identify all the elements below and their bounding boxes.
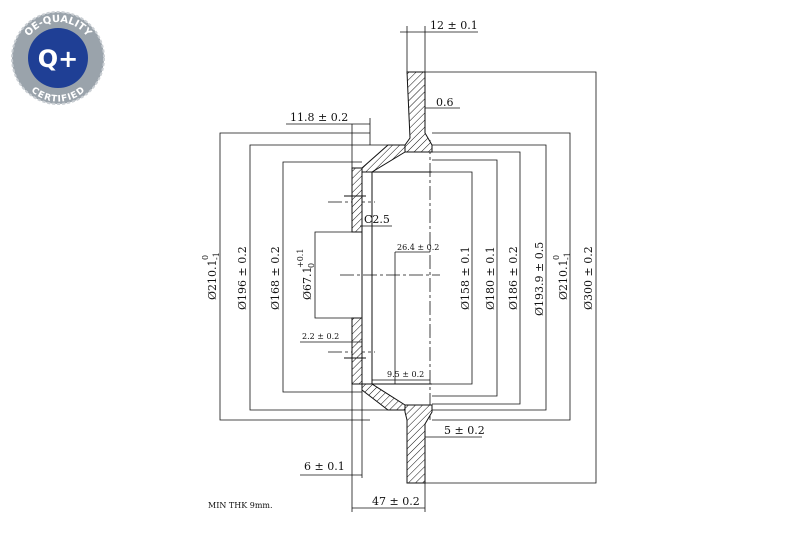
dim-d186: Ø186 ± 0.2 [507, 246, 520, 310]
hub-flange-upper [351, 167, 363, 233]
dim-d210-left: Ø210.1 0 -1 [201, 252, 221, 300]
friction-ring-lower [404, 404, 433, 484]
dim-d210-left-tol-up: 0 [201, 255, 210, 260]
dim-hub-depth: 9.5 ± 0.2 [387, 370, 424, 379]
dim-d300: Ø300 ± 0.2 [582, 246, 595, 310]
dim-groove-depth: 26.4 ± 0.2 [397, 243, 439, 252]
friction-ring-upper [404, 71, 433, 153]
dim-d193: Ø193.9 ± 0.5 [533, 242, 546, 316]
dim-d67-tol-low: 0 [307, 263, 316, 268]
dim-d210-right-tol-low: -1 [563, 252, 572, 260]
badge-inner-circle [28, 28, 88, 88]
hub-flange-lower [351, 317, 363, 385]
oe-quality-badge: OE-QUALITY CERTIFIED Q+ [11, 11, 105, 105]
disc-section [344, 71, 433, 484]
badge-center-text: Q+ [38, 45, 79, 73]
dim-d158: Ø158 ± 0.1 [459, 246, 472, 310]
dim-flange-thk: 2.2 ± 0.2 [302, 332, 339, 341]
dim-d210-right: Ø210.1 0 -1 [552, 252, 572, 300]
dim-chamfer: C2.5 [364, 213, 390, 226]
left-diameter-dims [219, 132, 405, 421]
dim-hat-offset: 11.8 ± 0.2 [290, 111, 348, 124]
dim-d67-value: Ø67.1 [301, 266, 314, 300]
dim-runout: 0.6 [436, 96, 454, 109]
hat-wall-lower [361, 383, 406, 411]
dim-d210-left-value: Ø210.1 [206, 259, 219, 300]
dim-d196: Ø196 ± 0.2 [236, 246, 249, 310]
dim-offset-6: 6 ± 0.1 [304, 460, 345, 473]
dim-thickness: 12 ± 0.1 [430, 19, 478, 32]
dim-d210-left-tol-low: -1 [212, 252, 221, 260]
dim-d210-right-tol-up: 0 [552, 255, 561, 260]
linear-dims [286, 26, 482, 512]
dim-step-5: 5 ± 0.2 [444, 424, 485, 437]
badge-ring-edge [11, 11, 105, 105]
hat-wall-upper [361, 144, 406, 173]
dim-d67-tol-up: +0.1 [296, 249, 305, 268]
dim-d180: Ø180 ± 0.1 [484, 246, 497, 310]
dim-height-47: 47 ± 0.2 [372, 495, 420, 508]
right-diameter-dims [425, 71, 597, 484]
dim-d168: Ø168 ± 0.2 [269, 246, 282, 310]
min-thickness-note: MIN THK 9mm. [208, 501, 273, 510]
dim-d210-right-value: Ø210.1 [557, 259, 570, 300]
dim-d67: Ø67.1 +0.1 0 [296, 249, 316, 300]
